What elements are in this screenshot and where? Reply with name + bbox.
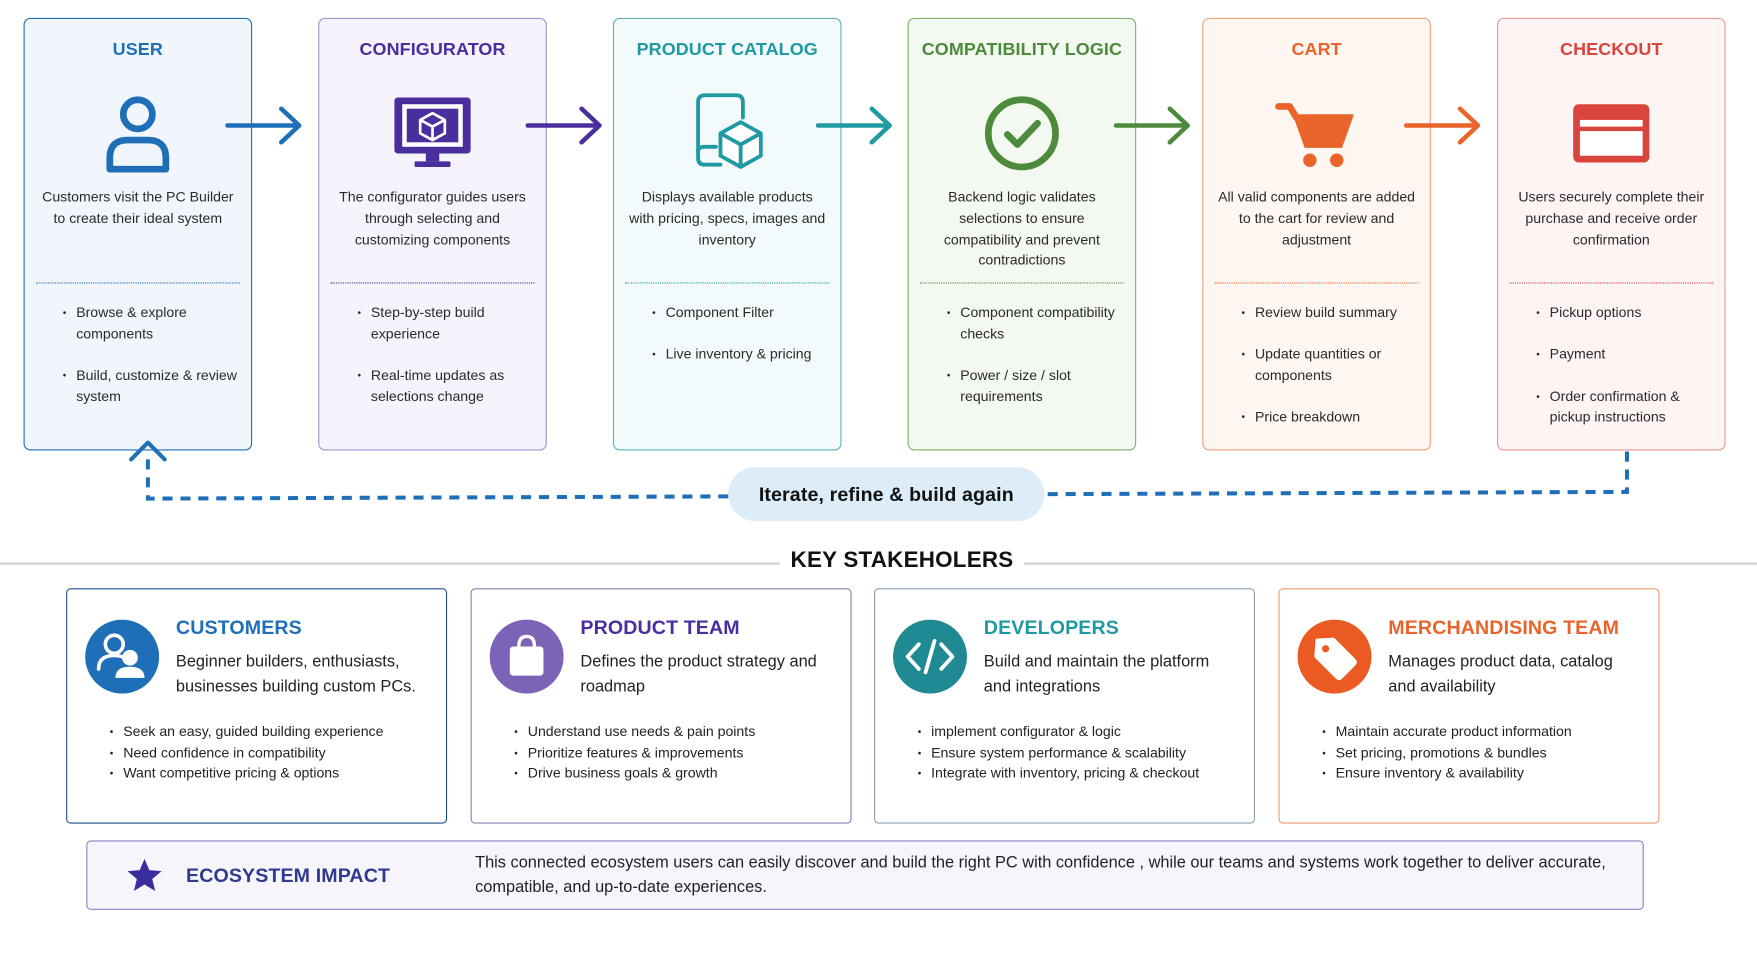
section-title-text: KEY STAKEHOLERS: [779, 547, 1025, 573]
stakeholder-title: DEVELOPERS: [983, 616, 1119, 639]
stakeholder-bullets: Understand use needs & pain points Prior…: [514, 722, 841, 785]
iterate-loop-connector: [129, 440, 1629, 501]
card-divider: [1509, 282, 1714, 284]
card-divider: [35, 282, 240, 284]
stakeholder-title: CUSTOMERS: [175, 616, 302, 639]
credit-card-icon: [1566, 89, 1656, 179]
card-bullets: Browse & explore components Build, custo…: [38, 303, 244, 429]
card-description: The configurator guides users through se…: [339, 189, 526, 248]
card-title: CART: [1291, 40, 1342, 60]
star-icon: [125, 857, 163, 895]
stakeholder-bullet: Integrate with inventory, pricing & chec…: [918, 764, 1245, 785]
stakeholder-title: PRODUCT TEAM: [580, 616, 740, 639]
flow-arrow-right-icon: [225, 103, 306, 148]
card-bullets: Component Filter Live inventory & pricin…: [627, 303, 833, 387]
card-divider: [330, 282, 535, 284]
stakeholder-bullet: Ensure system performance & scalability: [918, 743, 1245, 764]
card-description: All valid components are added to the ca…: [1218, 189, 1416, 248]
catalog-box-icon: [682, 89, 772, 179]
card-description: Customers visit the PC Builder to create…: [42, 189, 234, 227]
card-bullets: Component compatibility checks Power / s…: [922, 303, 1128, 429]
stakeholder-bullet: Seek an easy, guided building experience: [110, 722, 437, 743]
card-bullets: Pickup options Payment Order confirmatio…: [1512, 303, 1718, 449]
stakeholder-description: Manages product data, catalog and availa…: [1388, 653, 1613, 696]
card-bullets: Step-by-step build experience Real-time …: [333, 303, 539, 429]
code-icon: [893, 619, 967, 694]
check-circle-icon: [977, 89, 1067, 179]
stakeholder-bullet: Want competitive pricing & options: [110, 764, 437, 785]
stakeholder-description: Build and maintain the platform and inte…: [983, 653, 1210, 696]
card-bullet: Power / size / slot requirements: [922, 365, 1128, 407]
stakeholder-bullets: Seek an easy, guided building experience…: [110, 722, 437, 785]
card-bullet: Pickup options: [1512, 303, 1718, 324]
stakeholder-description: Beginner builders, enthusiasts, business…: [175, 653, 416, 696]
impact-title: ECOSYSTEM IMPACT: [186, 863, 391, 887]
flow-arrow-right-icon: [525, 103, 607, 148]
card-title: CHECKOUT: [1560, 40, 1663, 60]
people-icon: [85, 619, 160, 694]
cart-icon: [1272, 89, 1362, 179]
flow-card-user: USER Customers visit the PC Builder to c…: [23, 17, 253, 451]
stakeholder-card-product-team: PRODUCT TEAM Defines the product strateg…: [470, 588, 852, 824]
card-bullet: Payment: [1512, 344, 1718, 365]
flow-arrow-right-icon: [1403, 103, 1485, 148]
card-bullet: Build, customize & review system: [38, 365, 244, 407]
card-title: COMPATIBILITY LOGIC: [921, 40, 1123, 60]
impact-text: This connected ecosystem users can easil…: [475, 853, 1606, 896]
card-description: Users securely complete their purchase a…: [1518, 189, 1705, 248]
price-tag-icon: [1297, 619, 1372, 694]
card-description: Backend logic validates selections to en…: [943, 189, 1100, 269]
card-divider: [919, 282, 1124, 284]
card-description: Displays available products with pricing…: [629, 189, 826, 248]
stakeholder-title: MERCHANDISING TEAM: [1388, 616, 1620, 639]
stakeholder-bullet: Prioritize features & improvements: [514, 743, 841, 764]
stakeholder-bullets: Maintain accurate product information Se…: [1322, 722, 1649, 785]
card-title: CONFIGURATOR: [359, 40, 506, 60]
card-title: PRODUCT CATALOG: [636, 40, 818, 60]
card-bullet: Browse & explore components: [38, 303, 244, 345]
stakeholder-card-developers: DEVELOPERS Build and maintain the platfo…: [873, 588, 1255, 824]
card-bullet: Update quantities or components: [1217, 344, 1423, 386]
flow-arrow-right-icon: [815, 103, 897, 148]
flow-card-cart: CART All valid components are added to t…: [1202, 17, 1431, 451]
card-title: USER: [112, 40, 163, 60]
stakeholder-bullet: Maintain accurate product information: [1322, 722, 1649, 743]
stakeholder-card-merchandising-team: MERCHANDISING TEAM Manages product data,…: [1278, 588, 1660, 824]
stakeholder-bullet: Drive business goals & growth: [514, 764, 841, 785]
card-bullet: Real-time updates as selections change: [333, 365, 539, 407]
stakeholder-bullet: Set pricing, promotions & bundles: [1322, 743, 1649, 764]
card-bullet: Live inventory & pricing: [627, 344, 833, 365]
stakeholder-description: Defines the product strategy and roadmap: [580, 653, 817, 696]
section-title: KEY STAKEHOLERS: [0, 547, 1757, 574]
stakeholder-bullet: Need confidence in compatibility: [110, 743, 437, 764]
flow-card-checkout: CHECKOUT Users securely complete their p…: [1496, 17, 1726, 451]
card-divider: [625, 282, 830, 284]
card-bullet: Review build summary: [1217, 303, 1423, 324]
card-bullet: Step-by-step build experience: [333, 303, 539, 345]
flow-card-configurator: CONFIGURATOR The configurator guides use…: [318, 17, 547, 451]
ecosystem-impact-banner: ECOSYSTEM IMPACT This connected ecosyste…: [86, 840, 1644, 910]
card-divider: [1214, 282, 1419, 284]
stakeholder-bullet: Understand use needs & pain points: [514, 722, 841, 743]
card-bullet: Component Filter: [627, 303, 833, 324]
monitor-cube-icon: [388, 89, 478, 179]
stakeholder-card-customers: CUSTOMERS Beginner builders, enthusiasts…: [66, 588, 448, 824]
section-divider-right: [1017, 562, 1757, 565]
card-bullet: Order confirmation & pickup instructions: [1512, 386, 1718, 428]
stakeholder-bullet: Ensure inventory & availability: [1322, 764, 1649, 785]
card-bullet: Component compatibility checks: [922, 303, 1128, 345]
section-divider-left: [0, 562, 785, 565]
stakeholder-bullet: implement configurator & logic: [918, 722, 1245, 743]
stakeholder-bullets: implement configurator & logic Ensure sy…: [918, 722, 1245, 785]
flow-arrow-right-icon: [1113, 103, 1195, 148]
flow-card-compatibility-logic: COMPATIBILITY LOGIC Backend logic valida…: [907, 17, 1137, 451]
card-bullet: Price breakdown: [1217, 407, 1423, 428]
flow-card-product-catalog: PRODUCT CATALOG Displays available produ…: [612, 17, 842, 451]
user-icon: [93, 89, 183, 179]
card-bullets: Review build summary Update quantities o…: [1217, 303, 1423, 449]
iterate-pill: Iterate, refine & build again: [728, 467, 1045, 522]
shopping-bag-icon: [489, 619, 564, 694]
